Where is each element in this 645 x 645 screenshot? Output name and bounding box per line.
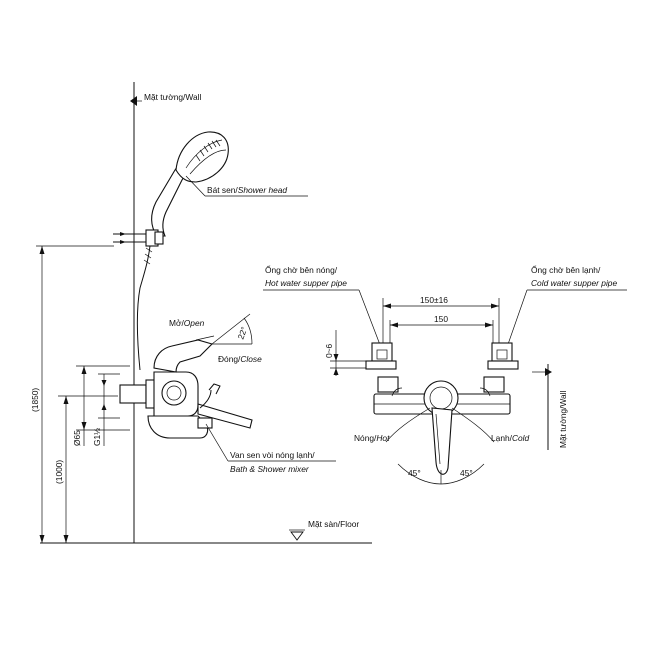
diameter-label: Ø65 xyxy=(72,430,82,446)
spacing-label: 150 xyxy=(434,314,448,324)
floor-marker-icon xyxy=(290,531,304,541)
shower-head-label: Bát sen/Shower head xyxy=(207,185,287,195)
mixer-front xyxy=(373,380,511,475)
wall-arrow-icon xyxy=(130,96,137,106)
hot-pipe-fitting xyxy=(365,342,399,393)
hot-pipe-label-vi: Ống chờ bên nóng/ xyxy=(265,264,338,275)
angle-right-label: 45° xyxy=(460,468,473,478)
front-view: Mặt tường/Wall Ống chờ bên nóng/ Hot wat… xyxy=(263,264,627,485)
thread-label: G1½ xyxy=(92,428,102,446)
height-total-label: (1850) xyxy=(30,388,40,412)
height-mixer-label: (1000) xyxy=(54,460,64,484)
floor-label: Mặt sàn/Floor xyxy=(308,519,359,529)
cold-pipe-fitting xyxy=(483,342,519,393)
wall-bracket xyxy=(113,229,164,247)
mixer-side xyxy=(119,335,253,439)
wall-arrow-right-icon xyxy=(545,368,552,376)
hot-label: Nóng/Hot xyxy=(354,433,390,443)
wall-label-left: Mặt tường/Wall xyxy=(144,92,201,102)
angle-left-label: 45° xyxy=(408,468,421,478)
cold-label: Lạnh/Cold xyxy=(491,433,530,443)
handle-angle-label: 22° xyxy=(235,325,249,340)
side-view: Mặt tường/Wall Mặt sàn/Floor Bát sen/Sho… xyxy=(30,82,372,544)
offset-label: 0~6 xyxy=(324,343,334,358)
open-label: Mở/Open xyxy=(169,318,205,328)
spacing-tolerance-label: 150±16 xyxy=(420,295,448,305)
hot-pipe-label-en: Hot water supper pipe xyxy=(265,278,347,288)
shower-head xyxy=(151,131,229,237)
shower-hose xyxy=(136,245,151,371)
mixer-label-vi: Van sen vòi nóng lạnh/ xyxy=(230,450,315,460)
wall-label-right: Mặt tường/Wall xyxy=(558,391,568,448)
close-label: Đóng/Close xyxy=(218,354,262,364)
cold-pipe-label-en: Cold water supper pipe xyxy=(531,278,617,288)
cold-pipe-label-vi: Ống chờ bên lạnh/ xyxy=(531,264,601,275)
mixer-label-en: Bath & Shower mixer xyxy=(230,464,310,474)
